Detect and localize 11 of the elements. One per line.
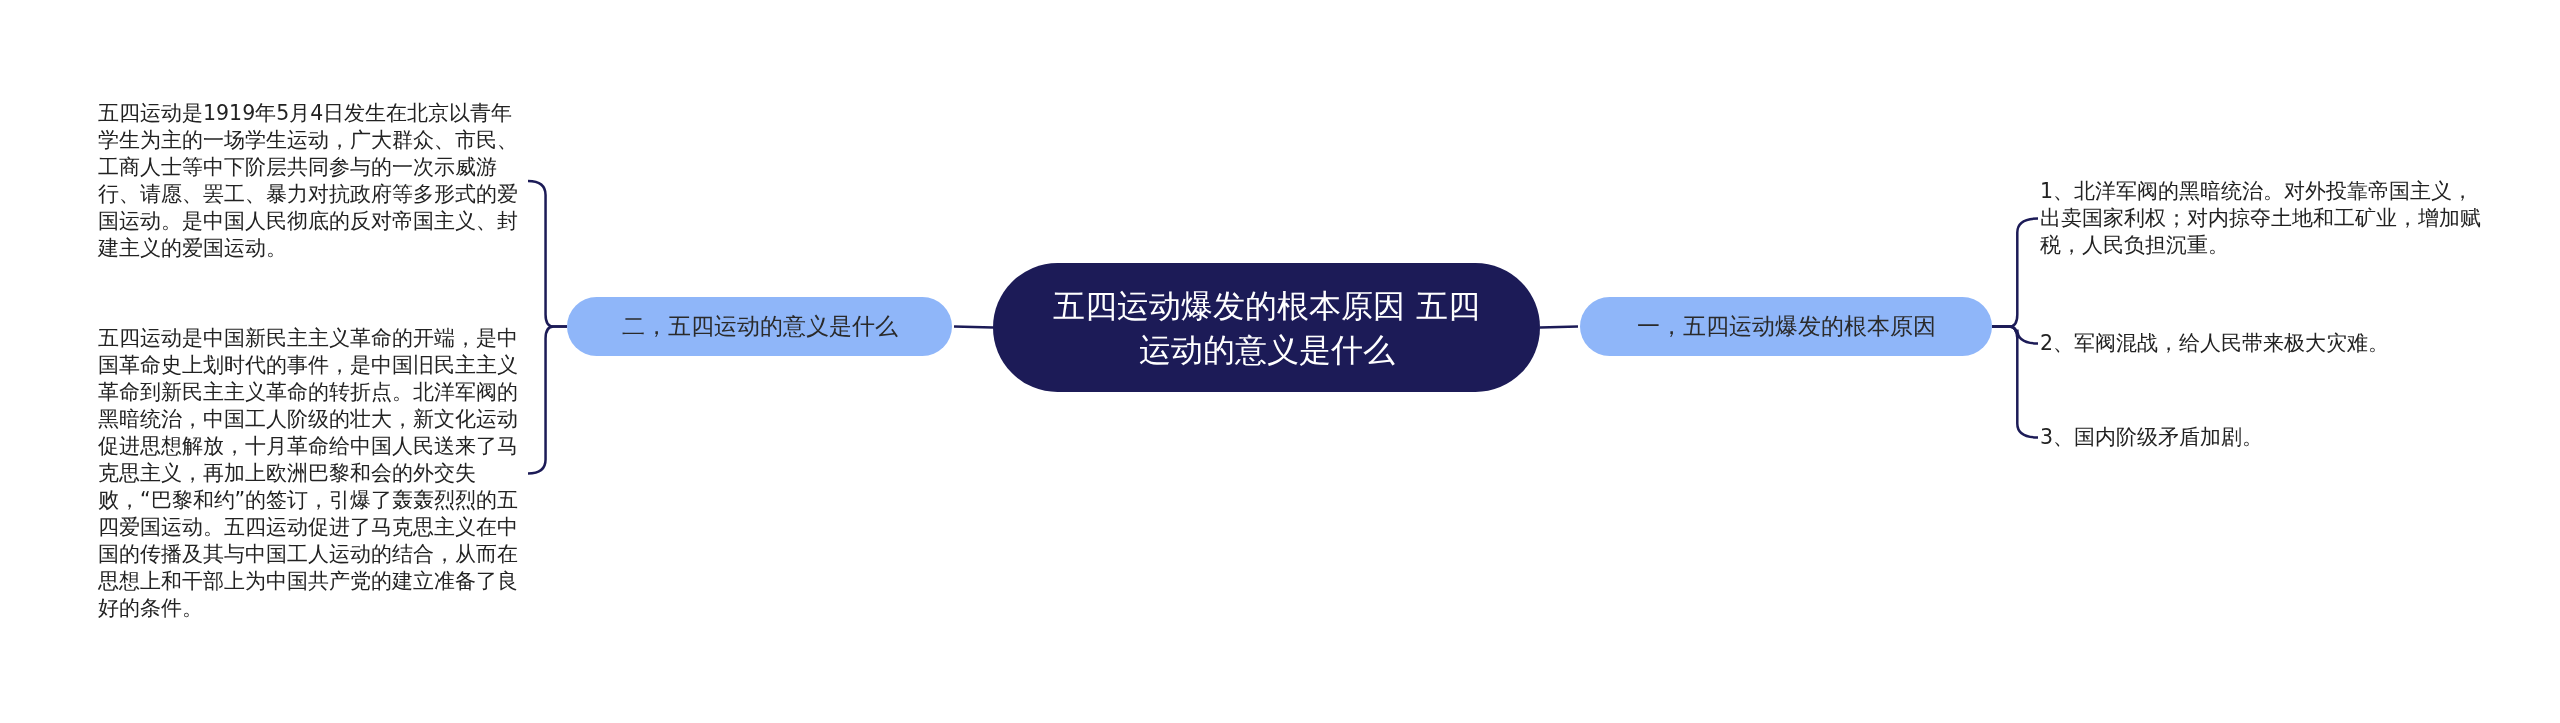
leaf-text: 2、军阀混战，给人民带来极大灾难。 — [2040, 330, 2490, 357]
branch-box: 一，五四运动爆发的根本原因 — [1580, 297, 1992, 356]
branch-box: 二，五四运动的意义是什么 — [567, 297, 952, 356]
leaf-text: 1、北洋军阀的黑暗统治。对外投靠帝国主义，出卖国家利权；对内掠夺土地和工矿业，增加赋税，人民负担沉重。 — [2040, 178, 2490, 259]
connector-line — [527, 325, 567, 475]
leaf-text: 3、国内阶级矛盾加剧。 — [2040, 424, 2490, 451]
connector-line — [953, 325, 994, 329]
leaf-text: 五四运动是1919年5月4日发生在北京以青年学生为主的一场学生运动，广大群众、市民、工商人士等中下阶层共同参与的一次示威游行、请愿、罢工、暴力对抗政府等多形式的爱国运动。是中国人民彻底的反对帝国主义、封建主义的爱国运动。 — [98, 100, 526, 262]
leaf-text: 五四运动是中国新民主主义革命的开端，是中国革命史上划时代的事件，是中国旧民主主义革命到新民主主义革命的转折点。北洋军阀的黑暗统治，中国工人阶级的壮大，新文化运动促进思想解放，十月革命给中国人民送来了马克思主义，再加上欧洲巴黎和会的外交失败，“巴黎和约”的签订，引爆了轰轰烈烈的五四爱国运动。五四运动促进了马克思主义在中国的传播及其与中国工人运动的结合，从而在思想上和干部上为中国共产党的建立准备了良好的条件。 — [98, 325, 526, 622]
topic-box: 五四运动爆发的根本原因 五四运动的意义是什么 — [993, 263, 1540, 392]
connector-line — [1539, 325, 1579, 329]
